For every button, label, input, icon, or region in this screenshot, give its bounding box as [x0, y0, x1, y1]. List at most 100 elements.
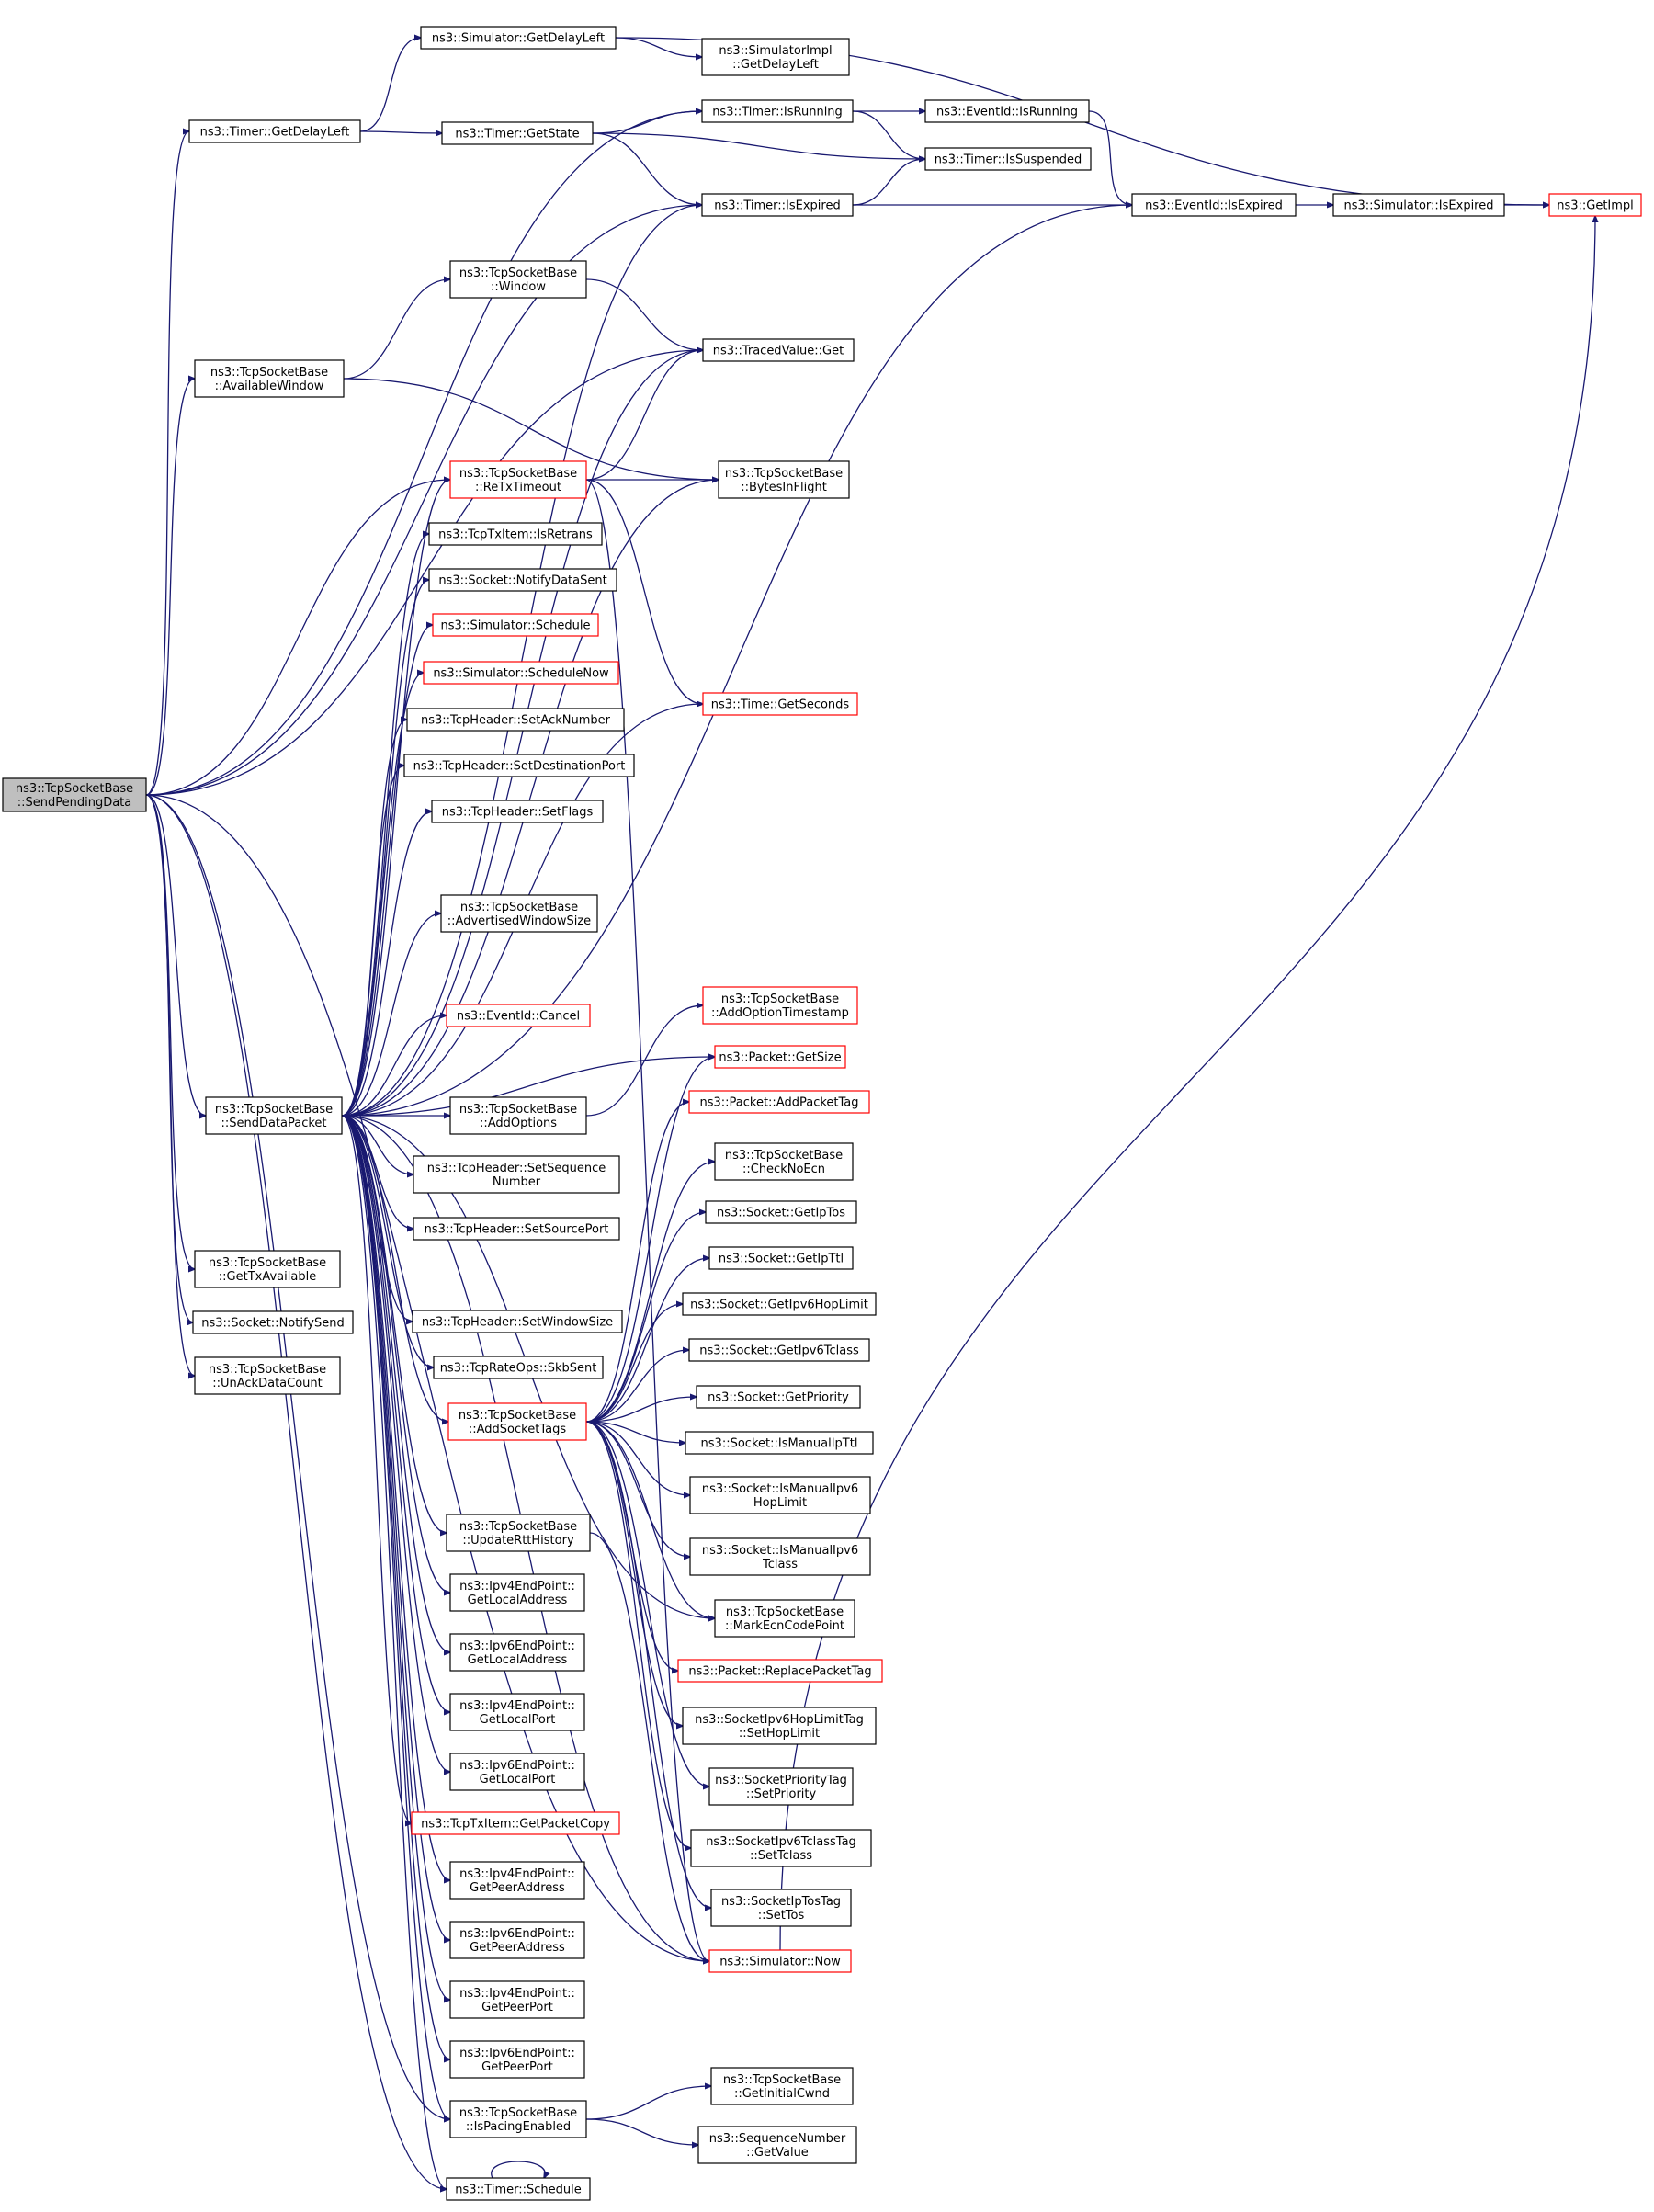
- node-mark-ecn-code-point[interactable]: ns3::TcpSocketBase::MarkEcnCodePoint: [714, 1599, 855, 1638]
- call-edge-add-socket-tags-to-set-tos: [585, 1421, 711, 1908]
- call-edge-available-window-to-window: [343, 279, 450, 380]
- node-set-priority[interactable]: ns3::SocketPriorityTag::SetPriority: [708, 1767, 854, 1806]
- node-traced-get[interactable]: ns3::TracedValue::Get: [702, 338, 855, 362]
- node-add-options[interactable]: ns3::TcpSocketBase::AddOptions: [449, 1096, 587, 1135]
- node-label: ns3::Ipv6EndPoint::: [459, 1927, 575, 1941]
- node-get-ipv6-tclass[interactable]: ns3::Socket::GetIpv6Tclass: [688, 1338, 870, 1362]
- node-box: [192, 1310, 354, 1334]
- node-sim-is-expired[interactable]: ns3::Simulator::IsExpired: [1332, 193, 1505, 217]
- node-eventid-cancel[interactable]: ns3::EventId::Cancel: [446, 1004, 591, 1027]
- node-label: ns3::Simulator::IsExpired: [1343, 199, 1493, 213]
- node-label: ns3::TcpSocketBase: [16, 782, 133, 796]
- node-ipv6-get-peer-port[interactable]: ns3::Ipv6EndPoint::GetPeerPort: [449, 2040, 585, 2079]
- node-box: [449, 1096, 587, 1135]
- call-edge-send-data-packet-to-set-source-port: [341, 1115, 414, 1229]
- node-skb-sent[interactable]: ns3::TcpRateOps::SkbSent: [433, 1356, 604, 1379]
- node-ipv4-get-local-address[interactable]: ns3::Ipv4EndPoint::GetLocalAddress: [449, 1573, 585, 1612]
- node-set-source-port[interactable]: ns3::TcpHeader::SetSourcePort: [413, 1217, 620, 1241]
- node-ipv6-get-local-address[interactable]: ns3::Ipv6EndPoint::GetLocalAddress: [449, 1633, 585, 1672]
- node-set-window-size[interactable]: ns3::TcpHeader::SetWindowSize: [412, 1310, 623, 1333]
- node-eventid-is-running[interactable]: ns3::EventId::IsRunning: [924, 99, 1090, 123]
- node-get-ipv6-hop-limit[interactable]: ns3::Socket::GetIpv6HopLimit: [682, 1292, 877, 1316]
- node-adv-window-size[interactable]: ns3::TcpSocketBase::AdvertisedWindowSize: [440, 894, 598, 933]
- call-nodes: ns3::TcpSocketBase::SendPendingDatans3::…: [2, 26, 1642, 2201]
- node-set-flags[interactable]: ns3::TcpHeader::SetFlags: [431, 800, 604, 823]
- node-sim-now[interactable]: ns3::Simulator::Now: [708, 1949, 852, 1973]
- node-time-get-seconds[interactable]: ns3::Time::GetSeconds: [702, 692, 858, 716]
- node-box: [188, 119, 361, 143]
- node-ipv4-get-peer-port[interactable]: ns3::Ipv4EndPoint::GetPeerPort: [449, 1980, 585, 2019]
- node-get-initial-cwnd[interactable]: ns3::TcpSocketBase::GetInitialCwnd: [710, 2067, 854, 2105]
- node-available-window[interactable]: ns3::TcpSocketBase::AvailableWindow: [194, 359, 345, 398]
- node-get-delay-left-sim[interactable]: ns3::Simulator::GetDelayLeft: [420, 26, 617, 50]
- node-notify-send[interactable]: ns3::Socket::NotifySend: [192, 1310, 354, 1334]
- node-add-socket-tags[interactable]: ns3::TcpSocketBase::AddSocketTags: [447, 1402, 587, 1441]
- node-label: ::AddOptionTimestamp: [711, 1006, 849, 1020]
- node-set-tos[interactable]: ns3::SocketIpTosTag::SetTos: [710, 1889, 852, 1927]
- node-is-manual-ip-ttl[interactable]: ns3::Socket::IsManualIpTtl: [685, 1431, 874, 1455]
- node-set-hop-limit[interactable]: ns3::SocketIpv6HopLimitTag::SetHopLimit: [682, 1707, 877, 1745]
- node-timer-get-delay-left[interactable]: ns3::Timer::GetDelayLeft: [188, 119, 361, 143]
- node-label: ::MarkEcnCodePoint: [725, 1619, 844, 1633]
- call-edges: [145, 38, 1595, 2189]
- node-is-retrans[interactable]: ns3::TcpTxItem::IsRetrans: [428, 522, 603, 546]
- node-unack-data-count[interactable]: ns3::TcpSocketBase::UnAckDataCount: [194, 1356, 341, 1395]
- node-replace-packet-tag[interactable]: ns3::Packet::ReplacePacketTag: [677, 1659, 883, 1683]
- node-sim-schedule-now[interactable]: ns3::Simulator::ScheduleNow: [423, 661, 619, 685]
- node-box: [1548, 193, 1642, 217]
- node-label: ::AddOptions: [480, 1117, 557, 1130]
- call-edge-send-data-packet-to-notify-data-sent: [341, 580, 429, 1117]
- node-set-tclass[interactable]: ns3::SocketIpv6TclassTag::SetTclass: [690, 1829, 872, 1867]
- node-timer-is-suspended[interactable]: ns3::Timer::IsSuspended: [924, 147, 1092, 171]
- node-ipv6-get-peer-address[interactable]: ns3::Ipv6EndPoint::GetPeerAddress: [449, 1921, 585, 1959]
- node-box: [705, 1200, 857, 1224]
- node-timer-get-state[interactable]: ns3::Timer::GetState: [441, 121, 594, 145]
- node-label: ns3::SocketIpv6TclassTag: [706, 1835, 856, 1849]
- node-label: ns3::TcpSocketBase: [209, 1363, 326, 1377]
- node-label: ns3::Packet::GetSize: [719, 1051, 841, 1065]
- node-ipv4-get-peer-address[interactable]: ns3::Ipv4EndPoint::GetPeerAddress: [449, 1861, 585, 1900]
- node-set-ack-number[interactable]: ns3::TcpHeader::SetAckNumber: [406, 708, 625, 732]
- node-send-pending[interactable]: ns3::TcpSocketBase::SendPendingData: [2, 777, 147, 812]
- node-notify-data-sent[interactable]: ns3::Socket::NotifyDataSent: [428, 568, 617, 592]
- node-box: [431, 800, 604, 823]
- node-get-packet-copy[interactable]: ns3::TcpTxItem::GetPacketCopy: [411, 1811, 620, 1835]
- node-box: [441, 121, 594, 145]
- node-update-rtt-history[interactable]: ns3::TcpSocketBase::UpdateRttHistory: [446, 1514, 591, 1552]
- node-retx-timeout[interactable]: ns3::TcpSocketBase::ReTxTimeout: [449, 460, 587, 499]
- node-get-tx-available[interactable]: ns3::TcpSocketBase::GetTxAvailable: [194, 1250, 341, 1288]
- node-ipv4-get-local-port[interactable]: ns3::Ipv4EndPoint::GetLocalPort: [449, 1693, 585, 1731]
- node-label: ns3::TcpSocketBase: [459, 2106, 577, 2120]
- node-packet-get-size[interactable]: ns3::Packet::GetSize: [714, 1045, 846, 1069]
- call-edge-send-data-packet-to-get-packet-copy: [341, 1115, 412, 1823]
- node-timer-is-running[interactable]: ns3::Timer::IsRunning: [701, 99, 854, 123]
- node-get-ip-ttl[interactable]: ns3::Socket::GetIpTtl: [708, 1246, 854, 1270]
- node-get-ip-tos[interactable]: ns3::Socket::GetIpTos: [705, 1200, 857, 1224]
- node-eventid-is-expired[interactable]: ns3::EventId::IsExpired: [1131, 193, 1297, 217]
- node-is-pacing-enabled[interactable]: ns3::TcpSocketBase::IsPacingEnabled: [449, 2100, 587, 2138]
- node-bytes-in-flight[interactable]: ns3::TcpSocketBase::BytesInFlight: [718, 460, 850, 499]
- node-seq-get-value[interactable]: ns3::SequenceNumber::GetValue: [697, 2126, 857, 2164]
- node-add-option-timestamp[interactable]: ns3::TcpSocketBase::AddOptionTimestamp: [702, 986, 858, 1025]
- node-set-dest-port[interactable]: ns3::TcpHeader::SetDestinationPort: [403, 754, 635, 777]
- call-edge-send-pending-to-timer-get-delay-left: [145, 131, 189, 796]
- node-label: ns3::GetImpl: [1557, 199, 1634, 213]
- node-get-priority[interactable]: ns3::Socket::GetPriority: [696, 1385, 861, 1409]
- node-simimpl-get-delay-left[interactable]: ns3::SimulatorImpl::GetDelayLeft: [701, 38, 850, 76]
- node-label: ::BytesInFlight: [741, 481, 827, 494]
- node-label: ns3::Socket::IsManualIpv6: [702, 1482, 858, 1496]
- node-label: ns3::Simulator::ScheduleNow: [433, 667, 609, 681]
- node-timer-is-expired[interactable]: ns3::Timer::IsExpired: [701, 193, 854, 217]
- node-timer-schedule[interactable]: ns3::Timer::Schedule: [446, 2177, 591, 2201]
- node-ipv6-get-local-port[interactable]: ns3::Ipv6EndPoint::GetLocalPort: [449, 1753, 585, 1791]
- node-add-packet-tag[interactable]: ns3::Packet::AddPacketTag: [688, 1090, 870, 1114]
- node-send-data-packet[interactable]: ns3::TcpSocketBase::SendDataPacket: [205, 1096, 343, 1135]
- node-window[interactable]: ns3::TcpSocketBase::Window: [449, 260, 587, 299]
- node-check-no-ecn[interactable]: ns3::TcpSocketBase::CheckNoEcn: [714, 1142, 854, 1181]
- node-sim-schedule[interactable]: ns3::Simulator::Schedule: [432, 613, 599, 637]
- node-box: [2, 777, 147, 812]
- node-get-impl[interactable]: ns3::GetImpl: [1548, 193, 1642, 217]
